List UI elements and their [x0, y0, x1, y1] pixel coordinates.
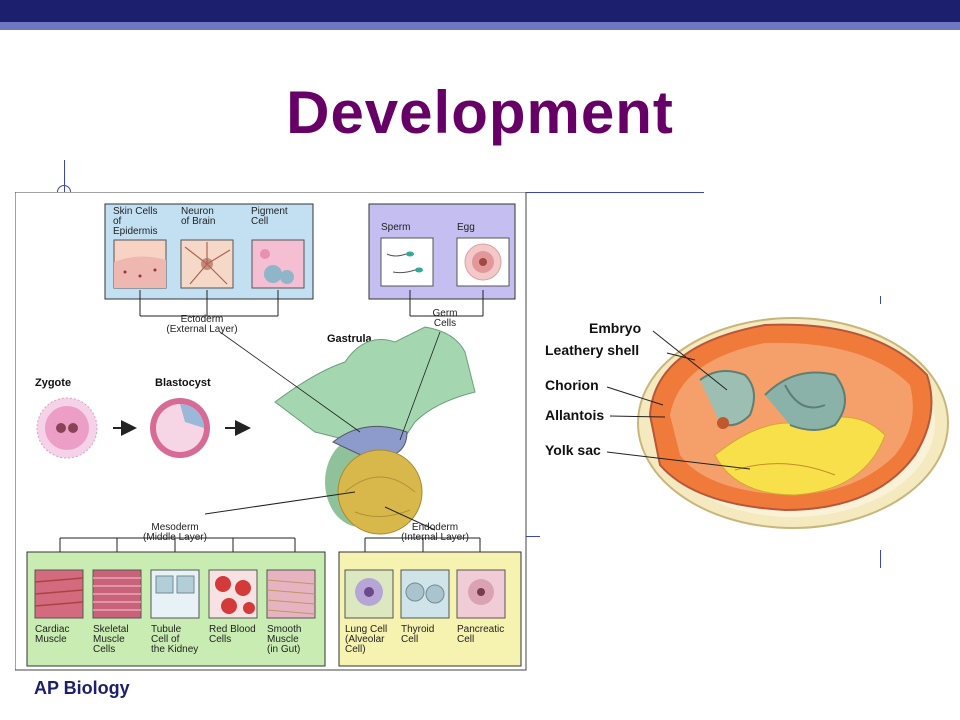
mesoderm-label: Mesoderm — [151, 522, 198, 533]
guide-tick-right-2 — [880, 550, 881, 568]
egg-label-chorion: Chorion — [545, 377, 599, 393]
egg-label-allantois: Allantois — [545, 407, 604, 423]
egg-label: Egg — [457, 222, 475, 233]
guide-tick-mid — [526, 536, 540, 537]
blastocyst-illustration — [150, 398, 210, 458]
zygote-illustration — [36, 397, 98, 459]
ectoderm-sublabel: (External Layer) — [166, 324, 237, 335]
footer-label: AP Biology — [34, 678, 130, 698]
gastrula-illustration — [274, 326, 476, 535]
egg-label-shell: Leathery shell — [545, 342, 639, 358]
mesoderm-sublabel: (Middle Layer) — [143, 532, 207, 543]
sperm-label: Sperm — [381, 222, 410, 233]
endoderm-label: Endoderm — [412, 522, 458, 533]
slide-title: Development — [286, 79, 674, 146]
top-bar-stripe — [0, 22, 960, 30]
guide-tick-right — [880, 296, 881, 304]
germ-cell-sperm: Sperm — [380, 222, 434, 287]
blastocyst-label: Blastocyst — [155, 377, 211, 389]
egg-label-embryo: Embryo — [589, 320, 641, 336]
endoderm-sublabel: (Internal Layer) — [401, 532, 469, 543]
egg-label-yolk: Yolk sac — [545, 442, 601, 458]
amniotic-egg-diagram: Embryo Leathery shell Chorion Allantois … — [545, 317, 949, 529]
zygote-label: Zygote — [35, 377, 71, 389]
germ-cell-egg: Egg — [456, 222, 510, 287]
top-bar — [0, 0, 960, 22]
guide-line-vertical — [64, 160, 65, 200]
germ-sublabel: Cells — [434, 318, 456, 329]
gastrula-label: Gastrula — [327, 333, 373, 345]
ectoderm-label: Ectoderm — [181, 314, 224, 325]
germ-label: Germ — [433, 308, 458, 319]
